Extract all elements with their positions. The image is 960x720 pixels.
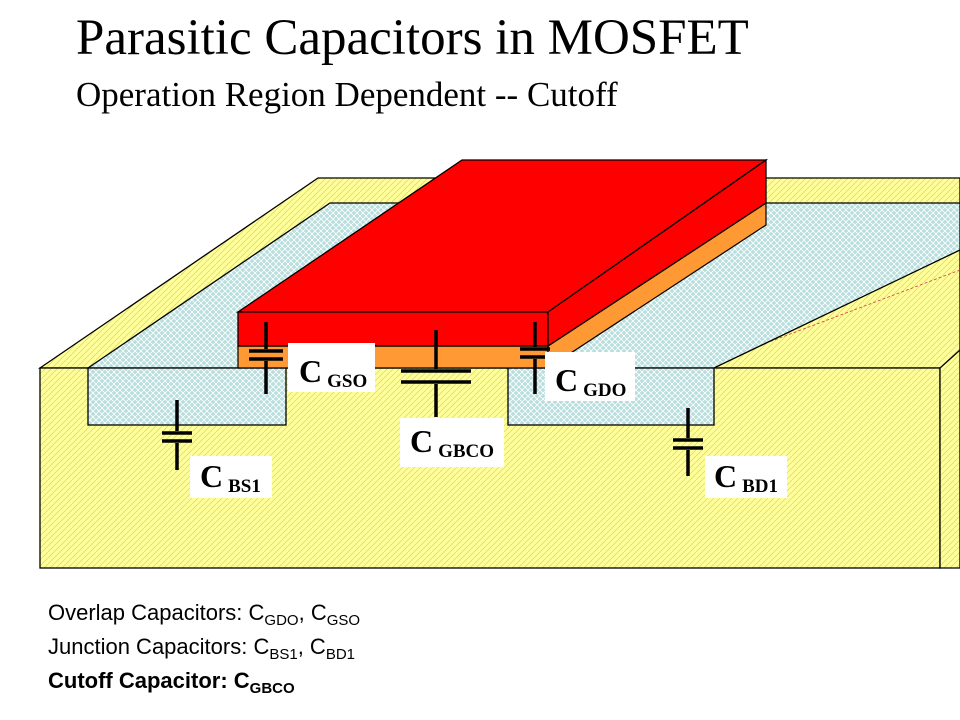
label-box-cgbco — [400, 418, 504, 467]
note-junction: Junction Capacitors: CBS1, CBD1 — [48, 634, 355, 663]
capacitor-symbol-cgbco — [401, 330, 471, 417]
gate-front-face — [237, 311, 549, 347]
capacitor-notes: Overlap Capacitors: CGDO, CGSO Junction … — [48, 596, 360, 698]
slide-title: Parasitic Capacitors in MOSFET — [76, 10, 749, 66]
note-overlap: Overlap Capacitors: CGDO, CGSO — [48, 600, 361, 629]
gate-right-face — [547, 158, 767, 348]
capacitor-symbol-cbd1 — [673, 408, 703, 476]
note-cutoff: Cutoff Capacitor: CGBCO — [48, 668, 295, 697]
capacitor-symbol-cgso — [249, 322, 283, 394]
source-diffusion-front — [87, 367, 287, 426]
label-box-cbs1 — [190, 456, 272, 498]
label-box-cbd1 — [705, 456, 787, 498]
label-box-cgdo — [545, 352, 635, 401]
substrate-right-face — [939, 349, 960, 569]
polysilicon-gate — [235, 158, 769, 348]
capacitor-symbol-cbs1 — [162, 400, 192, 470]
label-box-cgso — [288, 343, 375, 392]
slide-subtitle: Operation Region Dependent -- Cutoff — [76, 75, 618, 114]
